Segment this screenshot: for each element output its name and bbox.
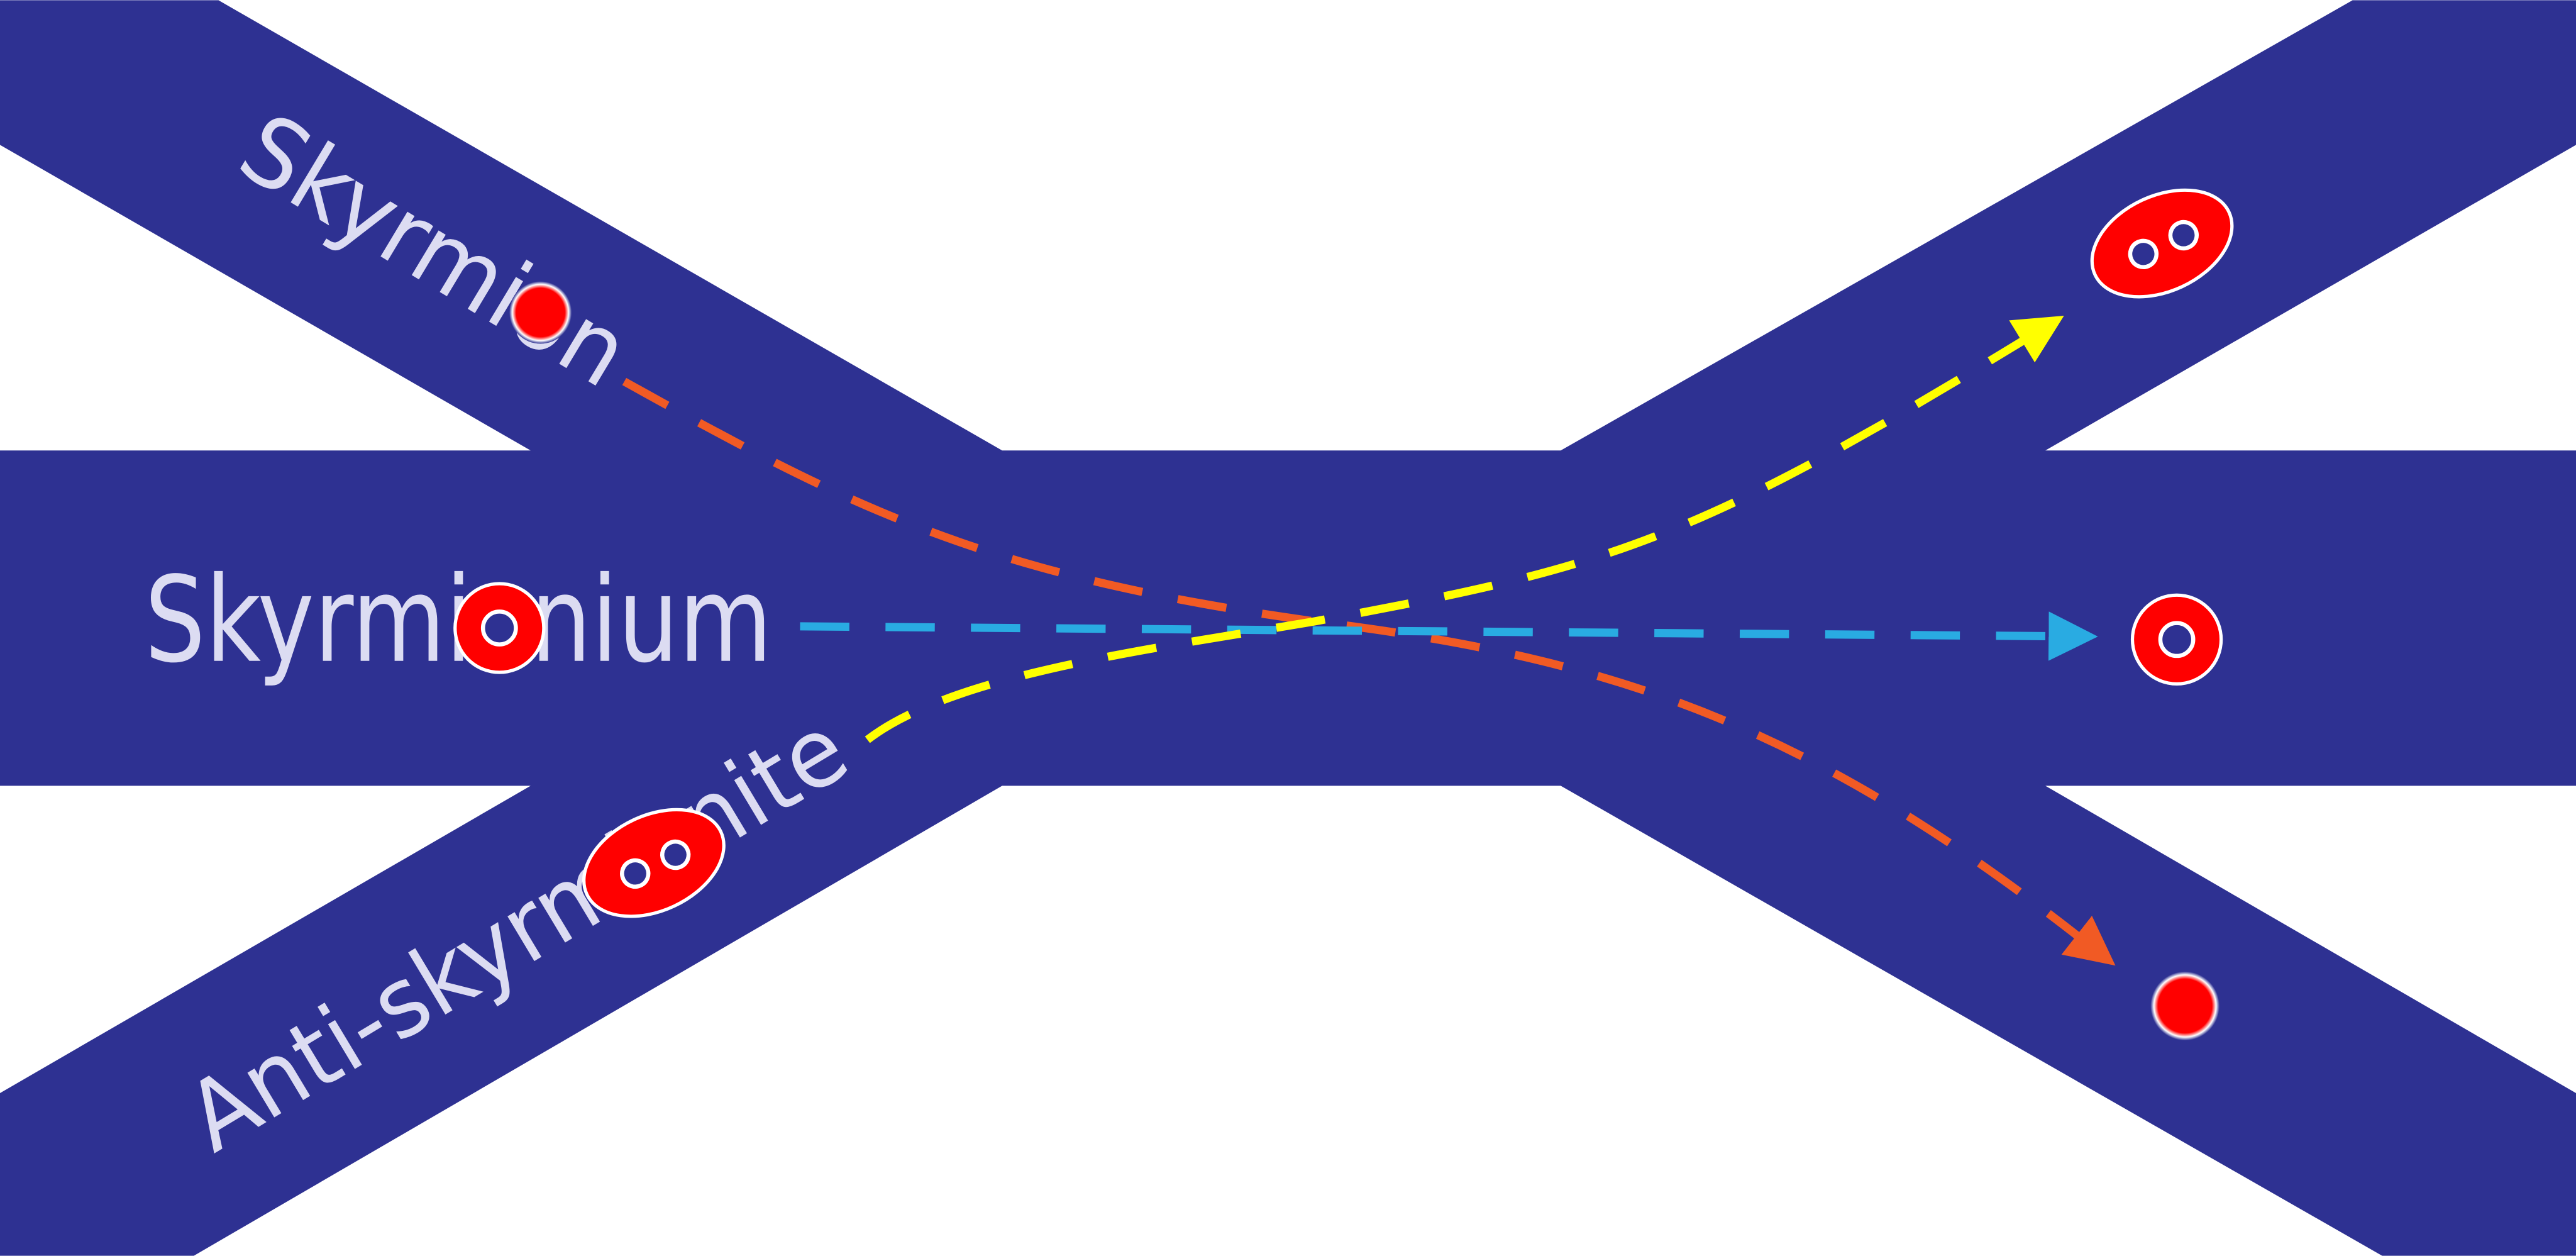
anti-skyrmionite-particle bbox=[582, 808, 726, 918]
anti-skyrmionite-output-particle bbox=[2090, 188, 2234, 299]
skyrmion-output-particle bbox=[2150, 971, 2220, 1041]
skyrmionium-output-particle bbox=[2130, 593, 2223, 686]
skyrmion-particle bbox=[509, 281, 572, 344]
skyrmion-trajectory-arrow bbox=[622, 377, 2116, 966]
skyrmionium-particle bbox=[453, 582, 546, 674]
anti-skyrmionite-trajectory-arrow bbox=[865, 316, 2064, 743]
skyrmionium-trajectory-arrow bbox=[800, 611, 2098, 661]
